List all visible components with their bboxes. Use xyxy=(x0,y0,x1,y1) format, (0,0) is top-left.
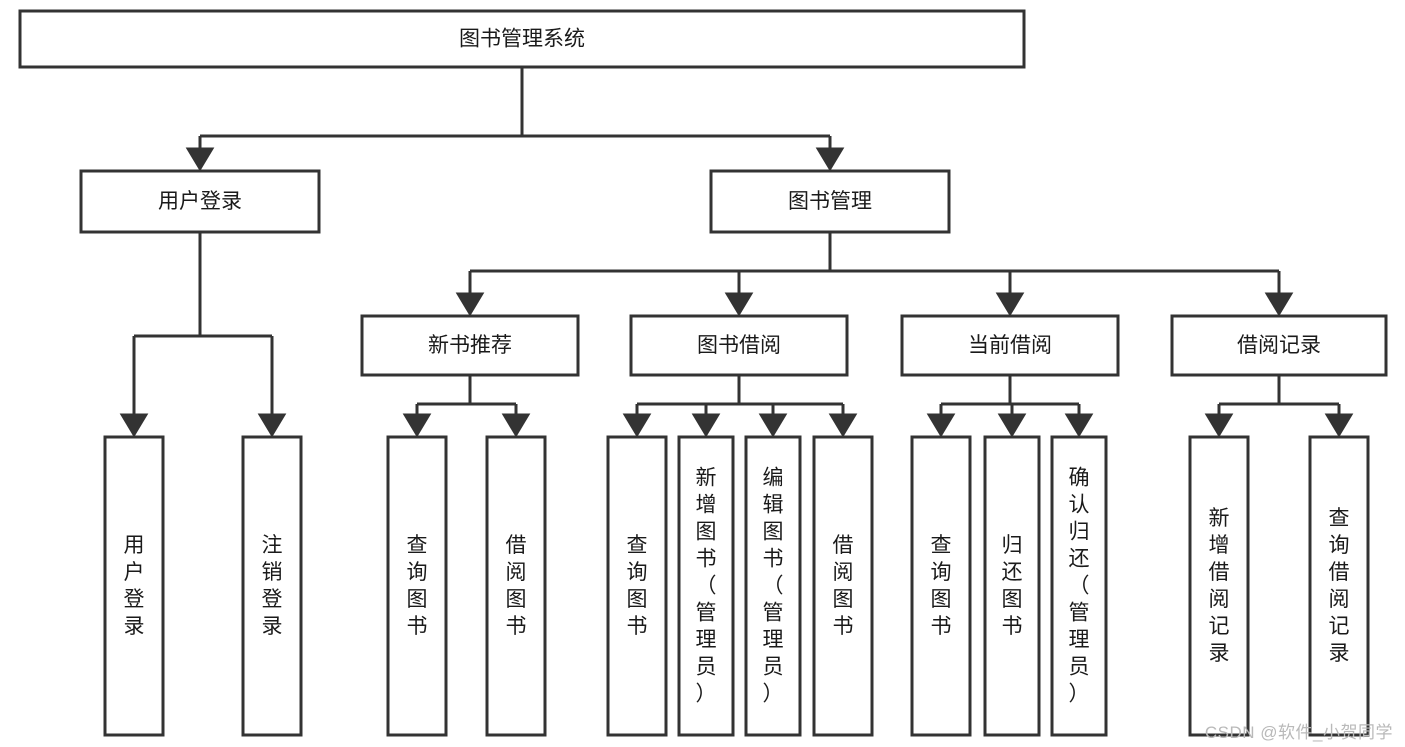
node-boxes: 图书管理系统用户登录图书管理新书推荐图书借阅当前借阅借阅记录用户登录注销登录查询… xyxy=(18,9,1388,737)
node-label: 编辑图书（管理员） xyxy=(763,467,784,706)
root-node-root[interactable]: 图书管理系统 xyxy=(18,9,1026,69)
node-box[interactable] xyxy=(360,314,580,377)
node-box[interactable] xyxy=(103,435,165,737)
node-box[interactable] xyxy=(485,435,547,737)
node-label: 用户登录 xyxy=(124,534,145,638)
node-box[interactable] xyxy=(677,435,735,737)
node-user-login[interactable]: 用户登录 xyxy=(79,169,321,234)
node-label: 新增图书（管理员） xyxy=(696,467,717,706)
connector-lines xyxy=(119,67,1354,438)
node-box[interactable] xyxy=(1050,435,1108,737)
leaf-node-leaf-query-book-cur[interactable]: 查询图书 xyxy=(910,435,972,737)
node-current-borrow[interactable]: 当前借阅 xyxy=(900,314,1120,377)
node-label: 用户登录 xyxy=(158,190,242,213)
leaf-node-leaf-query-book-rec[interactable]: 查询图书 xyxy=(386,435,448,737)
leaf-node-leaf-add-record[interactable]: 新增借阅记录 xyxy=(1188,435,1250,737)
node-box[interactable] xyxy=(79,169,321,234)
node-label: 当前借阅 xyxy=(968,334,1052,357)
node-book-manage[interactable]: 图书管理 xyxy=(709,169,951,234)
node-box[interactable] xyxy=(1170,314,1388,377)
node-box[interactable] xyxy=(812,435,874,737)
leaf-node-leaf-edit-book[interactable]: 编辑图书（管理员） xyxy=(744,435,802,737)
node-label: 图书借阅 xyxy=(697,334,781,357)
node-box[interactable] xyxy=(1188,435,1250,737)
leaf-node-leaf-query-book-borrow[interactable]: 查询图书 xyxy=(606,435,668,737)
node-label: 查询图书 xyxy=(931,534,952,638)
node-label: 图书管理 xyxy=(788,190,872,213)
leaf-node-leaf-user-logout[interactable]: 注销登录 xyxy=(241,435,303,737)
leaf-node-leaf-confirm-return[interactable]: 确认归还（管理员） xyxy=(1050,435,1108,737)
node-box[interactable] xyxy=(983,435,1041,737)
node-box[interactable] xyxy=(241,435,303,737)
leaf-node-leaf-borrow-book-rec[interactable]: 借阅图书 xyxy=(485,435,547,737)
node-borrow-record[interactable]: 借阅记录 xyxy=(1170,314,1388,377)
node-box[interactable] xyxy=(386,435,448,737)
node-box[interactable] xyxy=(1308,435,1370,737)
node-label: 查询图书 xyxy=(407,534,428,638)
node-box[interactable] xyxy=(629,314,849,377)
node-label: 借阅图书 xyxy=(833,534,854,638)
node-label: 借阅记录 xyxy=(1237,334,1321,357)
leaf-node-leaf-return-book[interactable]: 归还图书 xyxy=(983,435,1041,737)
node-label: 查询图书 xyxy=(627,534,648,638)
node-box[interactable] xyxy=(709,169,951,234)
node-label: 确认归还（管理员） xyxy=(1069,467,1090,706)
node-label: 查询借阅记录 xyxy=(1329,507,1350,665)
node-box[interactable] xyxy=(606,435,668,737)
leaf-node-leaf-query-record[interactable]: 查询借阅记录 xyxy=(1308,435,1370,737)
node-box[interactable] xyxy=(910,435,972,737)
node-label: 借阅图书 xyxy=(506,534,527,638)
node-label: 归还图书 xyxy=(1002,534,1023,638)
node-label: 新增借阅记录 xyxy=(1209,507,1230,665)
node-book-borrow[interactable]: 图书借阅 xyxy=(629,314,849,377)
leaf-node-leaf-add-book[interactable]: 新增图书（管理员） xyxy=(677,435,735,737)
node-box[interactable] xyxy=(18,9,1026,69)
node-label: 图书管理系统 xyxy=(459,28,585,51)
node-label: 注销登录 xyxy=(262,534,283,638)
leaf-node-leaf-user-login[interactable]: 用户登录 xyxy=(103,435,165,737)
node-box[interactable] xyxy=(744,435,802,737)
leaf-node-leaf-borrow-book[interactable]: 借阅图书 xyxy=(812,435,874,737)
node-label: 新书推荐 xyxy=(428,334,512,357)
node-new-book-recommend[interactable]: 新书推荐 xyxy=(360,314,580,377)
node-box[interactable] xyxy=(900,314,1120,377)
